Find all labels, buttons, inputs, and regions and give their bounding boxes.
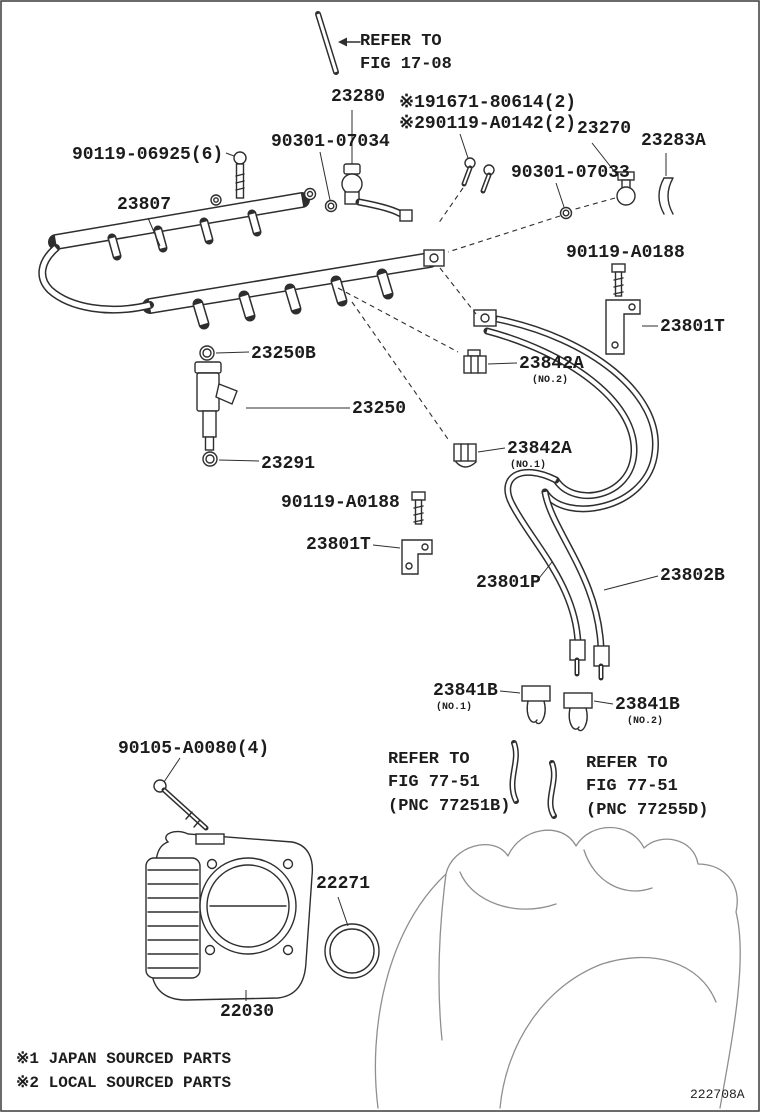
part-label-23291: 23291: [261, 454, 316, 474]
fuel-regulator-art: [319, 110, 413, 222]
gasket-art: [324, 896, 380, 979]
o-ring-90301-07034: [324, 199, 338, 213]
refer-fig-77-51-d-label: REFER TO FIG 77-51 (PNC 77255D): [586, 754, 709, 820]
bolt-90105-A0080-art: [153, 757, 209, 831]
part-sublabel-23842a-no1: (NO.1): [510, 460, 547, 471]
part-label-23801t-left: 23801T: [306, 535, 371, 555]
clamps-23841B-art: [499, 685, 614, 732]
part-label-23807: 23807: [117, 195, 172, 215]
intake-manifold-art: [374, 826, 741, 1109]
part-label-90119-a0188-right: 90119-A0188: [566, 243, 685, 263]
injector-art: [194, 345, 350, 467]
part-label-23250b: 23250B: [251, 344, 316, 364]
throttle-body-art: [145, 830, 314, 1001]
part-label-23283a: 23283A: [641, 131, 706, 151]
part-label-90301-07034: 90301-07034: [271, 132, 390, 152]
clamps-23842A-art: [453, 349, 518, 468]
part-label-90119-a0188-left: 90119-A0188: [281, 493, 400, 513]
part-label-23801p: 23801P: [476, 573, 541, 593]
part-label-23841b-no1: 23841B: [433, 681, 498, 701]
part-label-90301-07033: 90301-07033: [511, 163, 630, 183]
part-label-23270: 23270: [577, 119, 632, 139]
arrow-left-icon: [338, 37, 347, 47]
footnote-local-sourced: ※2 LOCAL SOURCED PARTS: [16, 1074, 232, 1092]
part-label-23841b-no2: 23841B: [615, 695, 680, 715]
fuel-rail-art: [38, 187, 445, 330]
part-label-22030: 22030: [220, 1002, 275, 1022]
clip-23283A: [658, 177, 674, 215]
fig-17-08-hose-art: [315, 11, 361, 75]
bracket-left-art: [372, 491, 433, 575]
bracket-right-art: [605, 263, 658, 355]
part-sublabel-23841b-no1: (NO.1): [436, 702, 473, 713]
local-screws-art: [437, 133, 495, 225]
fuel-pipes-art: [337, 267, 659, 681]
part-label-23250: 23250: [352, 399, 407, 419]
part-label-90119-06925: 90119-06925(6): [72, 145, 224, 165]
refer-fig-17-08-label: REFER TO FIG 17-08: [360, 32, 452, 75]
part-label-23801t-right: 23801T: [660, 317, 725, 337]
part-label-23802b: 23802B: [660, 566, 725, 586]
refer-fig-77-51-b-label: REFER TO FIG 77-51 (PNC 77251B): [388, 750, 511, 816]
part-sublabel-23842a-no2: (NO.2): [532, 375, 569, 386]
part-label-91671-80614: ※191671-80614(2): [399, 93, 577, 113]
part-label-90105-a0080: 90105-A0080(4): [118, 739, 270, 759]
footnote-japan-sourced: ※1 JAPAN SOURCED PARTS: [16, 1050, 232, 1068]
o-ring-90301-07033: [559, 206, 573, 220]
damper-art: [447, 142, 674, 253]
part-label-23280: 23280: [331, 87, 386, 107]
vacuum-hoses-art: [509, 740, 557, 819]
part-label-22271: 22271: [316, 874, 371, 894]
part-label-23842a-no1: 23842A: [507, 439, 572, 459]
bolt-90119-06925-art: [225, 151, 247, 199]
part-label-90119-a0142: ※290119-A0142(2): [399, 114, 577, 134]
diagram-id: 222708A: [690, 1087, 745, 1102]
part-label-23842a-no2: 23842A: [519, 354, 584, 374]
part-sublabel-23841b-no2: (NO.2): [627, 716, 664, 727]
